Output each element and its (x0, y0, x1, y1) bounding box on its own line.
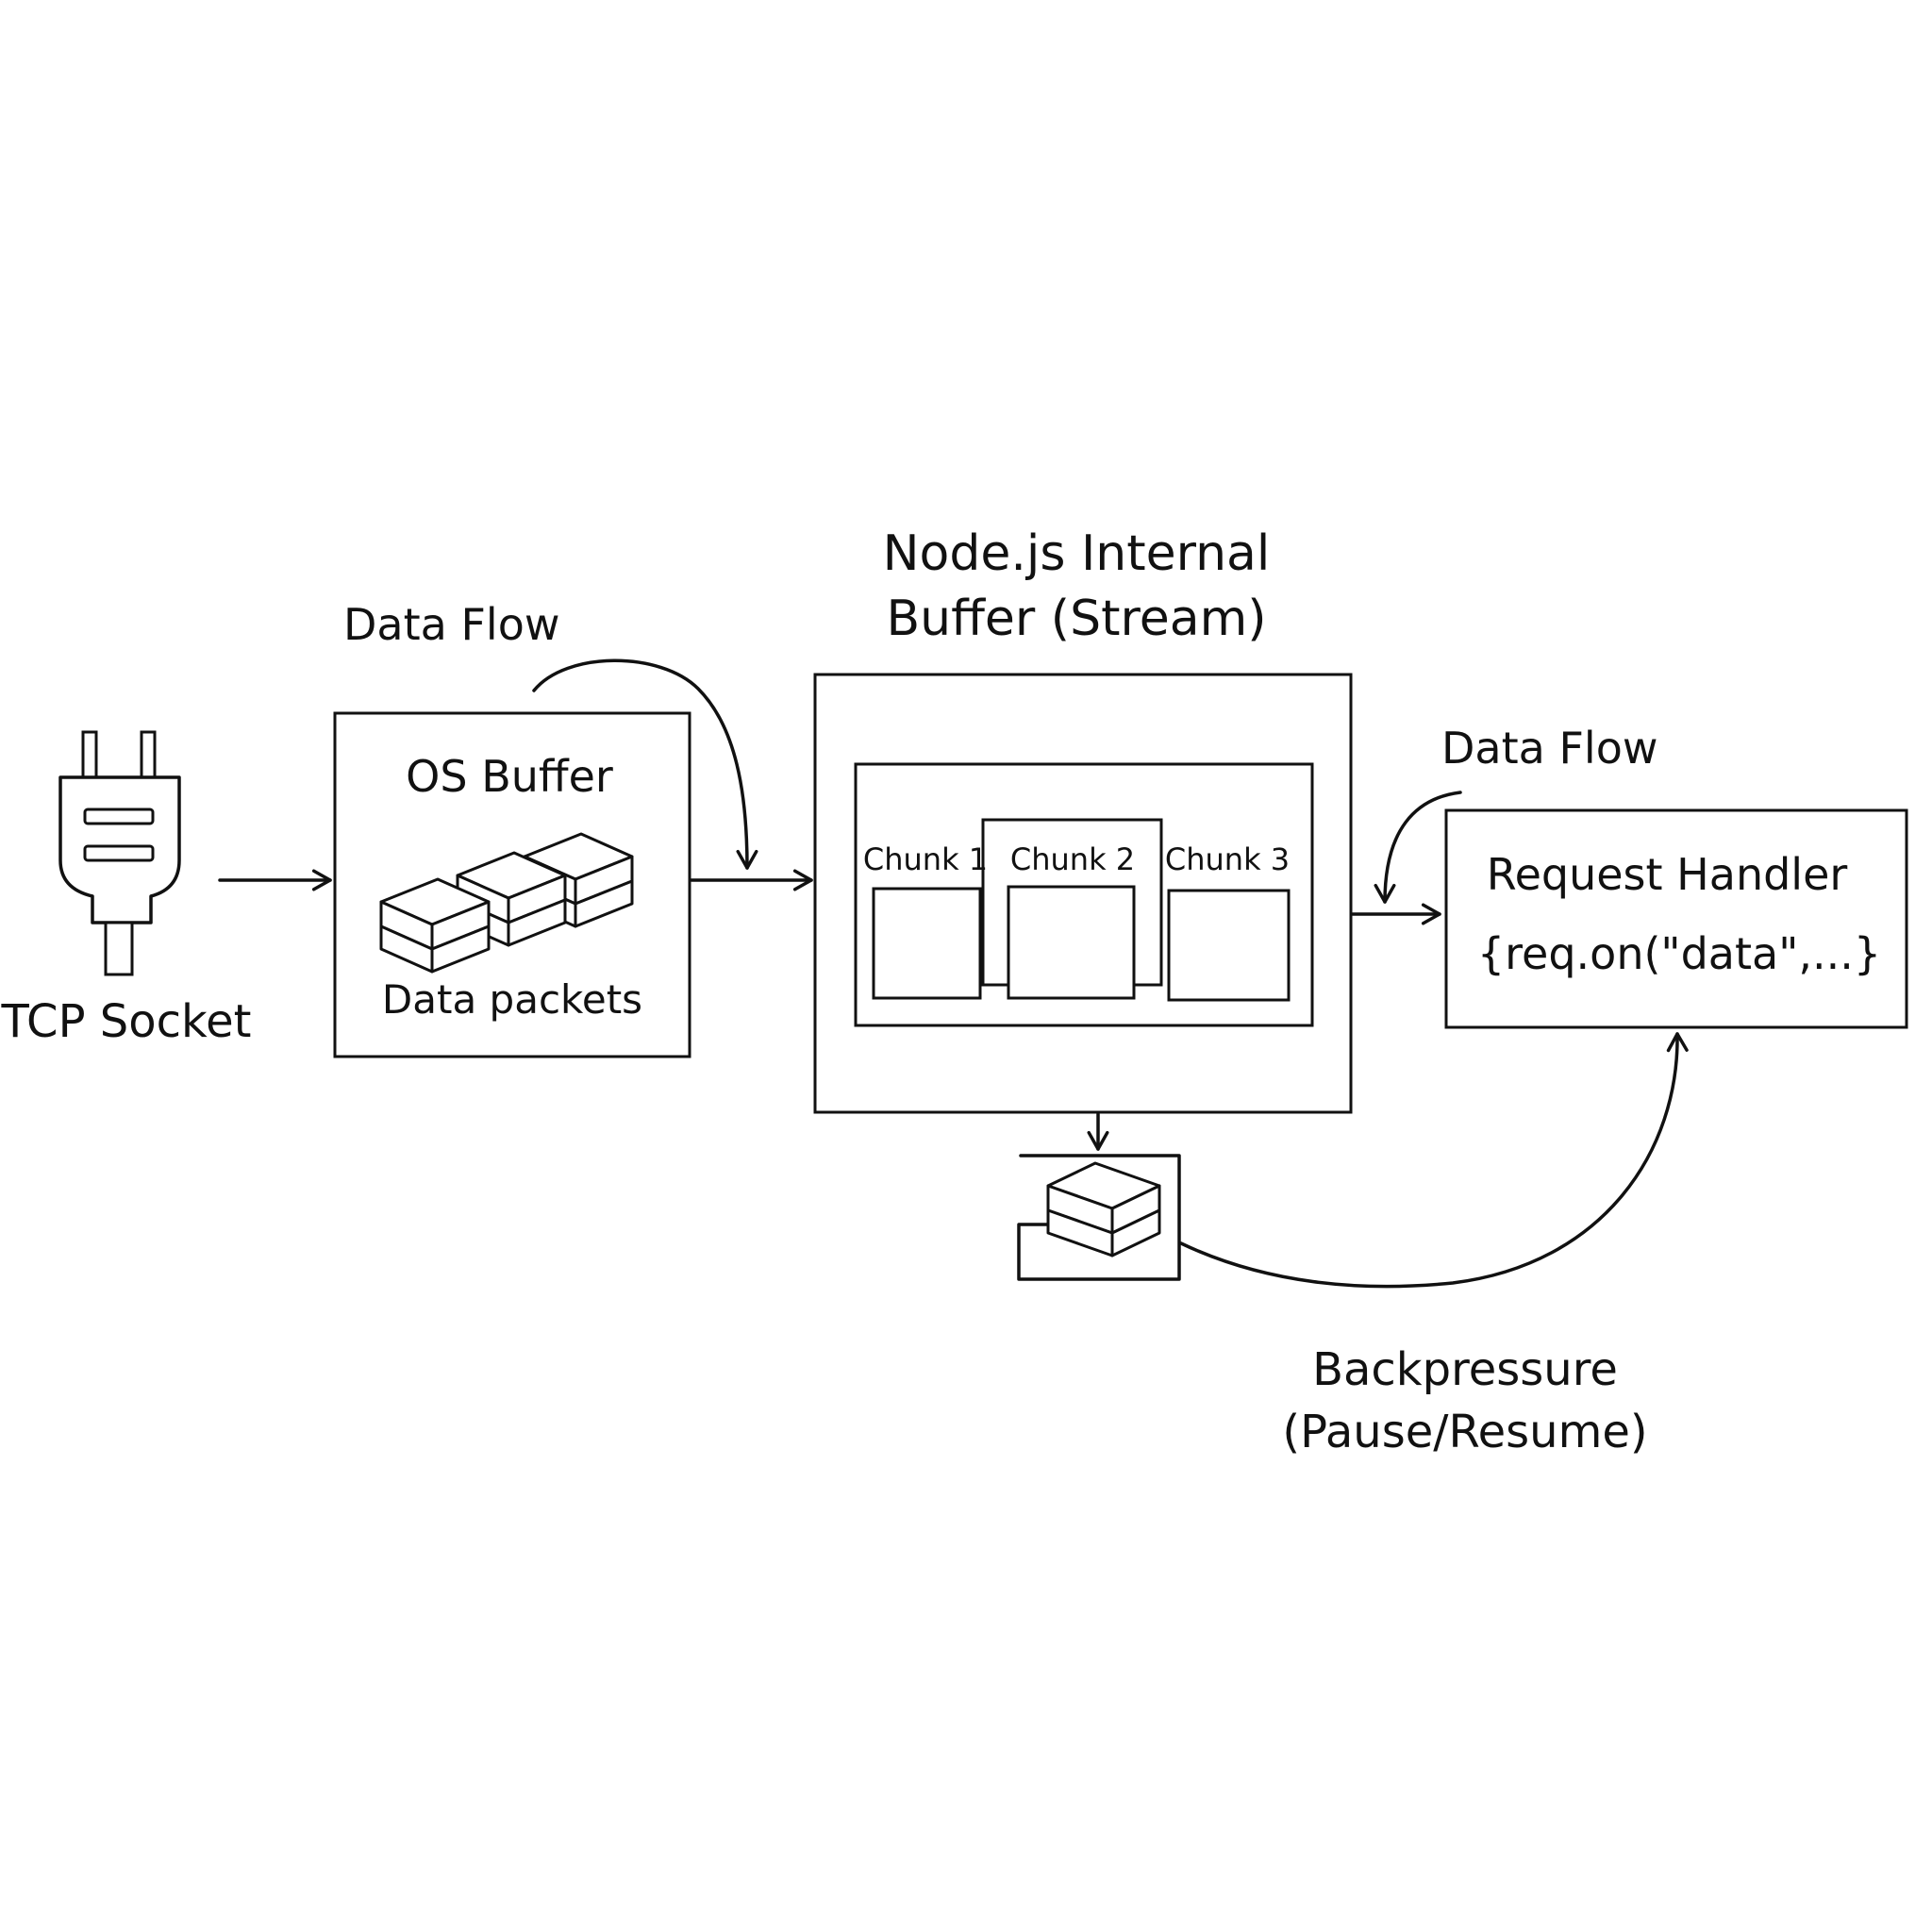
chunk-2-box (1007, 885, 1136, 1000)
chunk-3-label: Chunk 3 (1165, 841, 1290, 877)
backpressure-buffer-icon (1017, 1154, 1181, 1281)
backpressure-curve-arrow (1179, 1032, 1689, 1289)
data-packets-icon (379, 832, 634, 974)
request-handler-box (1444, 808, 1908, 1029)
chunk-1-box (872, 887, 982, 1000)
data-flow-label-right: Data Flow (1441, 723, 1657, 774)
socket-label: TCP Socket (1, 995, 252, 1048)
chunk-3-box (1167, 889, 1291, 1002)
os-buffer-title: OS Buffer (406, 751, 613, 802)
request-handler-code: {req.on("data",...} (1477, 928, 1881, 979)
backpressure-label-line1: Backpressure (1312, 1343, 1618, 1396)
flow-curve-arrow-right (1374, 791, 1462, 904)
chunk-1-label: Chunk 1 (863, 841, 988, 877)
node-buffer-title-line1: Node.js Internal (883, 525, 1271, 582)
chunk-2-label: Chunk 2 (1010, 841, 1135, 877)
flow-curve-arrow-left (532, 658, 758, 870)
backpressure-label-line2: (Pause/Resume) (1282, 1406, 1647, 1458)
plug-icon (58, 730, 181, 976)
data-flow-label-left: Data Flow (343, 599, 559, 650)
node-buffer-title-line2: Buffer (Stream) (886, 591, 1266, 647)
request-handler-title: Request Handler (1487, 849, 1848, 900)
os-buffer-caption: Data packets (382, 976, 642, 1023)
